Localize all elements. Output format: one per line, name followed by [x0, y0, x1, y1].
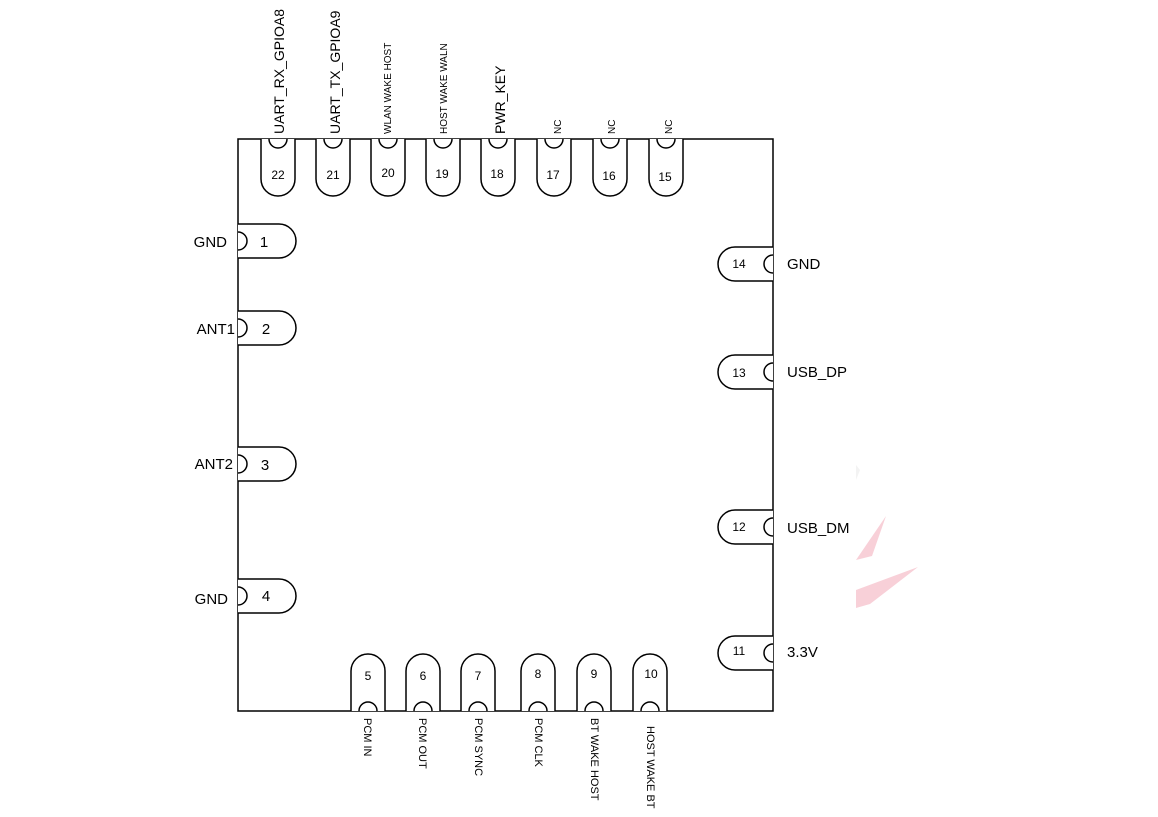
pin-name: PCM OUT: [416, 718, 428, 769]
top-pin: 17 NC: [536, 120, 572, 197]
top-pin: 16 NC: [592, 120, 628, 197]
pin-name: PCM CLK: [532, 718, 544, 768]
pin-name: GND: [195, 591, 229, 608]
pin-number: 16: [602, 169, 616, 183]
pin-number: 14: [732, 257, 746, 271]
pin-name: UART_RX_GPIOA8: [271, 9, 287, 134]
left-pin: 4 GND: [195, 578, 297, 614]
pin-name: GND: [787, 256, 821, 273]
top-pin: 22 UART_RX_GPIOA8: [260, 9, 296, 197]
right-pin: 13 USB_DP: [717, 354, 847, 390]
top-pin: 15 NC: [648, 120, 684, 197]
pin-number: 5: [365, 669, 372, 683]
left-pin: 3 ANT2: [195, 446, 297, 482]
pin-name: 3.3V: [787, 644, 818, 661]
bottom-pin: 8 PCM CLK: [520, 653, 556, 768]
top-pin: 20 WLAN WAKE HOST: [370, 43, 406, 197]
pin-name: HOST WAKE BT: [644, 726, 656, 809]
pin-number: 19: [435, 167, 449, 181]
pin-number: 21: [326, 168, 340, 182]
top-pin: 18 PWR_KEY: [480, 65, 516, 197]
pin-name: WLAN WAKE HOST: [383, 43, 394, 134]
pin-number: 9: [591, 667, 598, 681]
pin-name: ANT2: [195, 456, 233, 473]
top-pin: 21 UART_TX_GPIOA9: [315, 10, 351, 197]
bottom-pin: 6 PCM OUT: [405, 653, 441, 769]
right-pin: 12 USB_DM: [717, 509, 850, 545]
pin-number: 3: [261, 457, 269, 474]
pin-name: HOST WAKE WALN: [439, 43, 450, 134]
pin-number: 6: [420, 669, 427, 683]
pin-number: 7: [475, 669, 482, 683]
pin-name: BT WAKE HOST: [588, 718, 600, 801]
pin-number: 10: [644, 667, 658, 681]
right-pin: 14 GND: [717, 246, 821, 282]
pin-name: NC: [664, 120, 675, 134]
pin-name: PCM IN: [361, 718, 373, 757]
pin-name: NC: [553, 120, 564, 134]
pin-name: GND: [194, 234, 228, 251]
pin-name: PCM SYNC: [472, 718, 484, 776]
pin-number: 4: [262, 588, 270, 605]
pin-number: 11: [733, 644, 746, 658]
bottom-pin: 5 PCM IN: [350, 653, 386, 757]
left-pin: 2 ANT1: [197, 310, 297, 346]
pin-number: 20: [381, 166, 395, 180]
module-outline: [237, 138, 774, 712]
pin-number: 18: [490, 167, 504, 181]
pin-number: 22: [271, 168, 285, 182]
pin-name: USB_DP: [787, 364, 847, 381]
watermark: [856, 465, 918, 608]
top-pin: 19 HOST WAKE WALN: [425, 43, 461, 197]
pin-number: 15: [658, 170, 672, 184]
left-pin: 1 GND: [194, 223, 297, 259]
pin-number: 12: [732, 520, 746, 534]
pin-number: 8: [535, 667, 542, 681]
pin-name: UART_TX_GPIOA9: [327, 10, 343, 134]
pin-name: PWR_KEY: [492, 65, 508, 134]
bottom-pin: 7 PCM SYNC: [460, 653, 496, 776]
bottom-pin: 9 BT WAKE HOST: [576, 653, 612, 801]
pin-name: ANT1: [197, 321, 235, 338]
pin-number: 2: [262, 321, 270, 338]
right-pin: 11 3.3V: [717, 635, 818, 671]
pin-number: 1: [260, 234, 268, 251]
pin-number: 13: [732, 366, 746, 380]
pin-name: NC: [607, 120, 618, 134]
pin-name: USB_DM: [787, 520, 850, 537]
pin-number: 17: [546, 168, 560, 182]
bottom-pin: 10 HOST WAKE BT: [632, 653, 668, 809]
